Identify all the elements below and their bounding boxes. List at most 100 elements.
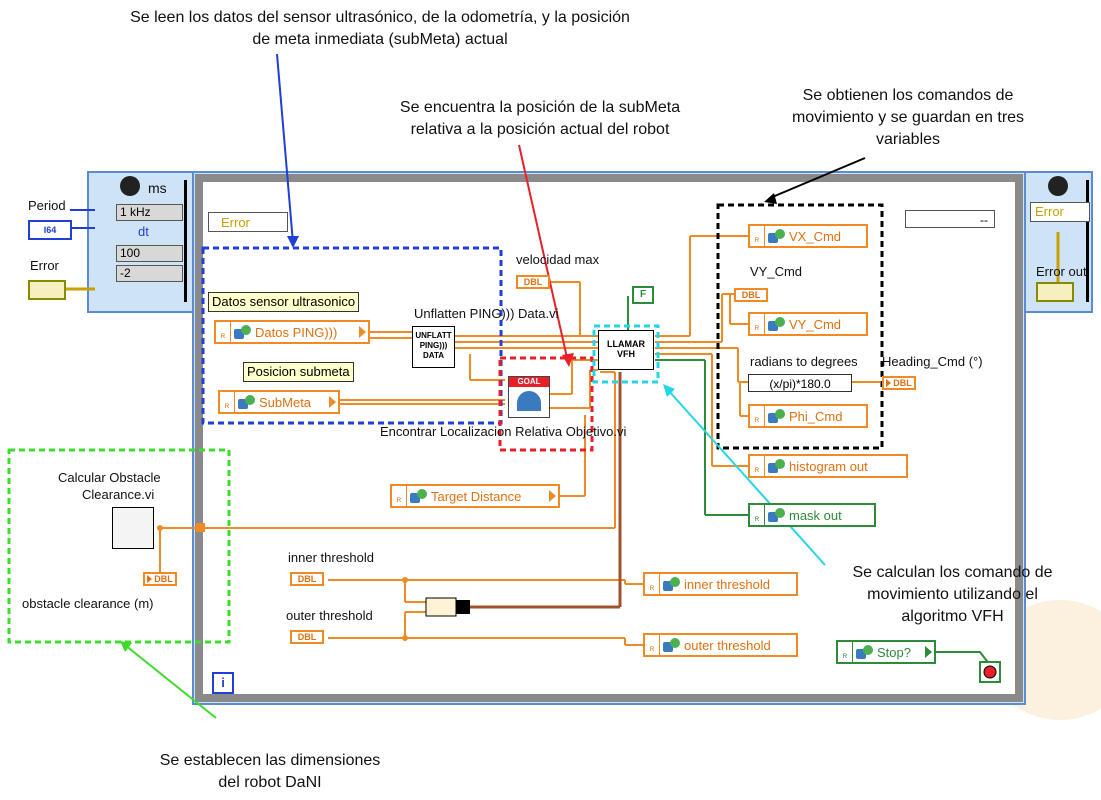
terminal-icon: ᴿ <box>750 456 765 476</box>
output-arrow-icon <box>925 646 932 658</box>
annotation-line: movimiento y se guardan en tres <box>791 109 1025 126</box>
annotation-dimensions: Se establecen las dimensiones del robot … <box>110 750 430 794</box>
datos-sensor-label: Datos sensor ultrasonico <box>208 292 360 312</box>
llamar-vfh-subvi[interactable]: LLAMAR VFH <box>598 330 654 370</box>
unflatten-ping-subvi[interactable]: UNFLATT PING))) DATA <box>412 326 455 368</box>
shared-variable-icon <box>768 507 786 523</box>
node-label: Datos PING))) <box>255 324 338 340</box>
datos-ping-variable[interactable]: ᴿ Datos PING))) <box>214 320 370 344</box>
submeta-variable[interactable]: ᴿ SubMeta <box>218 390 340 414</box>
posicion-submeta-label: Posicion submeta <box>243 362 354 382</box>
shared-variable-icon <box>410 488 428 504</box>
timing-source-field[interactable]: -2 <box>116 265 183 282</box>
velocidad-max-label: velocidad max <box>516 252 600 267</box>
annotation-line: variables <box>875 131 941 148</box>
terminal-icon: ᴿ <box>645 574 660 594</box>
error-loop-terminal[interactable]: Error <box>208 212 288 232</box>
terminal-icon: ᴿ <box>645 635 660 655</box>
obstacle-clearance-subvi[interactable] <box>112 507 154 549</box>
vy-cmd-variable[interactable]: ᴿ VY_Cmd <box>748 312 868 336</box>
annotation-line: Se obtienen los comandos de <box>802 87 1014 104</box>
annotation-line: Se establecen las dimensiones <box>159 752 381 769</box>
heading-cmd-label: Heading_Cmd (°) <box>882 354 983 369</box>
offset-field[interactable]: 100 <box>116 245 183 262</box>
annotation-vfh: Se calculan los comando de movimiento ut… <box>810 562 1095 628</box>
stop-variable[interactable]: ᴿ Stop? <box>836 640 936 664</box>
mask-out-variable[interactable]: ᴿ mask out <box>748 503 876 527</box>
terminal-icon: ᴿ <box>750 505 765 525</box>
node-label: histogram out <box>789 458 868 474</box>
outer-threshold-variable[interactable]: ᴿ outer threshold <box>643 633 798 657</box>
annotation-line: algoritmo VFH <box>901 608 1004 625</box>
vx-cmd-variable[interactable]: ᴿ VX_Cmd <box>748 224 868 248</box>
inner-threshold-control[interactable]: DBL <box>290 572 324 586</box>
annotation-line: del robot DaNI <box>218 774 322 791</box>
terminal-icon: ᴿ <box>220 392 235 412</box>
terminal-icon: ᴿ <box>392 486 407 506</box>
node-label: VY_Cmd <box>789 316 842 332</box>
shared-variable-icon <box>663 576 681 592</box>
node-label: VX_Cmd <box>789 228 842 244</box>
inner-threshold-variable[interactable]: ᴿ inner threshold <box>643 572 798 596</box>
node-label: mask out <box>789 507 842 523</box>
error-out-terminal[interactable] <box>1036 282 1074 302</box>
dt-label: dt <box>138 224 149 239</box>
output-arrow-icon <box>359 326 366 338</box>
histogram-out-variable[interactable]: ᴿ histogram out <box>748 454 908 478</box>
velocidad-max-control[interactable]: DBL <box>516 275 550 289</box>
terminal-icon: ᴿ <box>216 322 231 342</box>
period-terminal[interactable]: I64 <box>28 220 72 240</box>
terminal-icon: ᴿ <box>750 314 765 334</box>
annotation-line: de meta inmediata (subMeta) actual <box>252 31 508 48</box>
calcular-vi-label-1: Calcular Obstacle <box>58 470 161 485</box>
subvi-text: VFH <box>617 349 635 359</box>
shared-variable-icon <box>856 644 874 660</box>
subvi-text: PING))) <box>419 341 448 350</box>
obstacle-clearance-indicator: DBL <box>143 572 177 586</box>
terminal-icon: ᴿ <box>750 226 765 246</box>
formula-node[interactable]: (x/pi)*180.0 <box>748 374 852 392</box>
goal-text: GOAL <box>509 377 549 387</box>
period-label: Period <box>28 198 66 213</box>
clock-icon-right <box>1048 176 1068 196</box>
vy-cmd-label: VY_Cmd <box>750 264 803 279</box>
shared-variable-icon <box>768 458 786 474</box>
rate-field[interactable]: 1 kHz <box>116 204 183 221</box>
annotation-read-sensors: Se leen los datos del sensor ultrasónico… <box>40 7 720 51</box>
node-label: SubMeta <box>259 394 312 410</box>
shared-variable-icon <box>768 408 786 424</box>
annotation-line: Se encuentra la posición de la subMeta <box>399 99 681 116</box>
error-in-terminal[interactable] <box>28 280 66 300</box>
target-distance-variable[interactable]: ᴿ Target Distance <box>390 484 560 508</box>
iteration-terminal: i <box>212 672 234 694</box>
node-label: Stop? <box>877 644 911 660</box>
error-label: Error <box>30 258 59 273</box>
vy-cmd-indicator: DBL <box>734 288 768 302</box>
outer-threshold-label: outer threshold <box>286 608 373 623</box>
empty-string-field[interactable]: -- <box>905 210 995 228</box>
shared-variable-icon <box>663 637 681 653</box>
error-shift-register[interactable]: Error <box>1030 202 1090 222</box>
shared-variable-icon <box>768 316 786 332</box>
node-label: Target Distance <box>431 488 522 504</box>
node-label: outer threshold <box>684 637 771 653</box>
radians-to-degrees-label: radians to degrees <box>750 354 858 369</box>
false-constant[interactable]: F <box>632 286 654 304</box>
unflatten-vi-label: Unflatten PING))) Data.vi <box>414 306 559 321</box>
annotation-line: movimiento utilizando el <box>867 586 1038 603</box>
phi-cmd-variable[interactable]: ᴿ Phi_Cmd <box>748 404 868 428</box>
goal-subvi[interactable]: GOAL <box>508 376 550 418</box>
shared-variable-icon <box>238 394 256 410</box>
outer-threshold-control[interactable]: DBL <box>290 630 324 644</box>
annotation-commands: Se obtienen los comandos de movimiento y… <box>758 85 1058 151</box>
error-out-label: Error out <box>1036 264 1087 279</box>
annotation-line: Se leen los datos del sensor ultrasónico… <box>130 9 630 26</box>
shared-variable-icon <box>768 228 786 244</box>
subvi-text: UNFLATT <box>415 331 452 340</box>
terminal-icon: ᴿ <box>750 406 765 426</box>
encontrar-vi-label: Encontrar Localizacion Relativa Objetivo… <box>380 424 627 439</box>
obstacle-clearance-label: obstacle clearance (m) <box>22 596 154 611</box>
inner-threshold-label: inner threshold <box>288 550 374 565</box>
annotation-submeta-position: Se encuentra la posición de la subMeta r… <box>330 97 750 141</box>
